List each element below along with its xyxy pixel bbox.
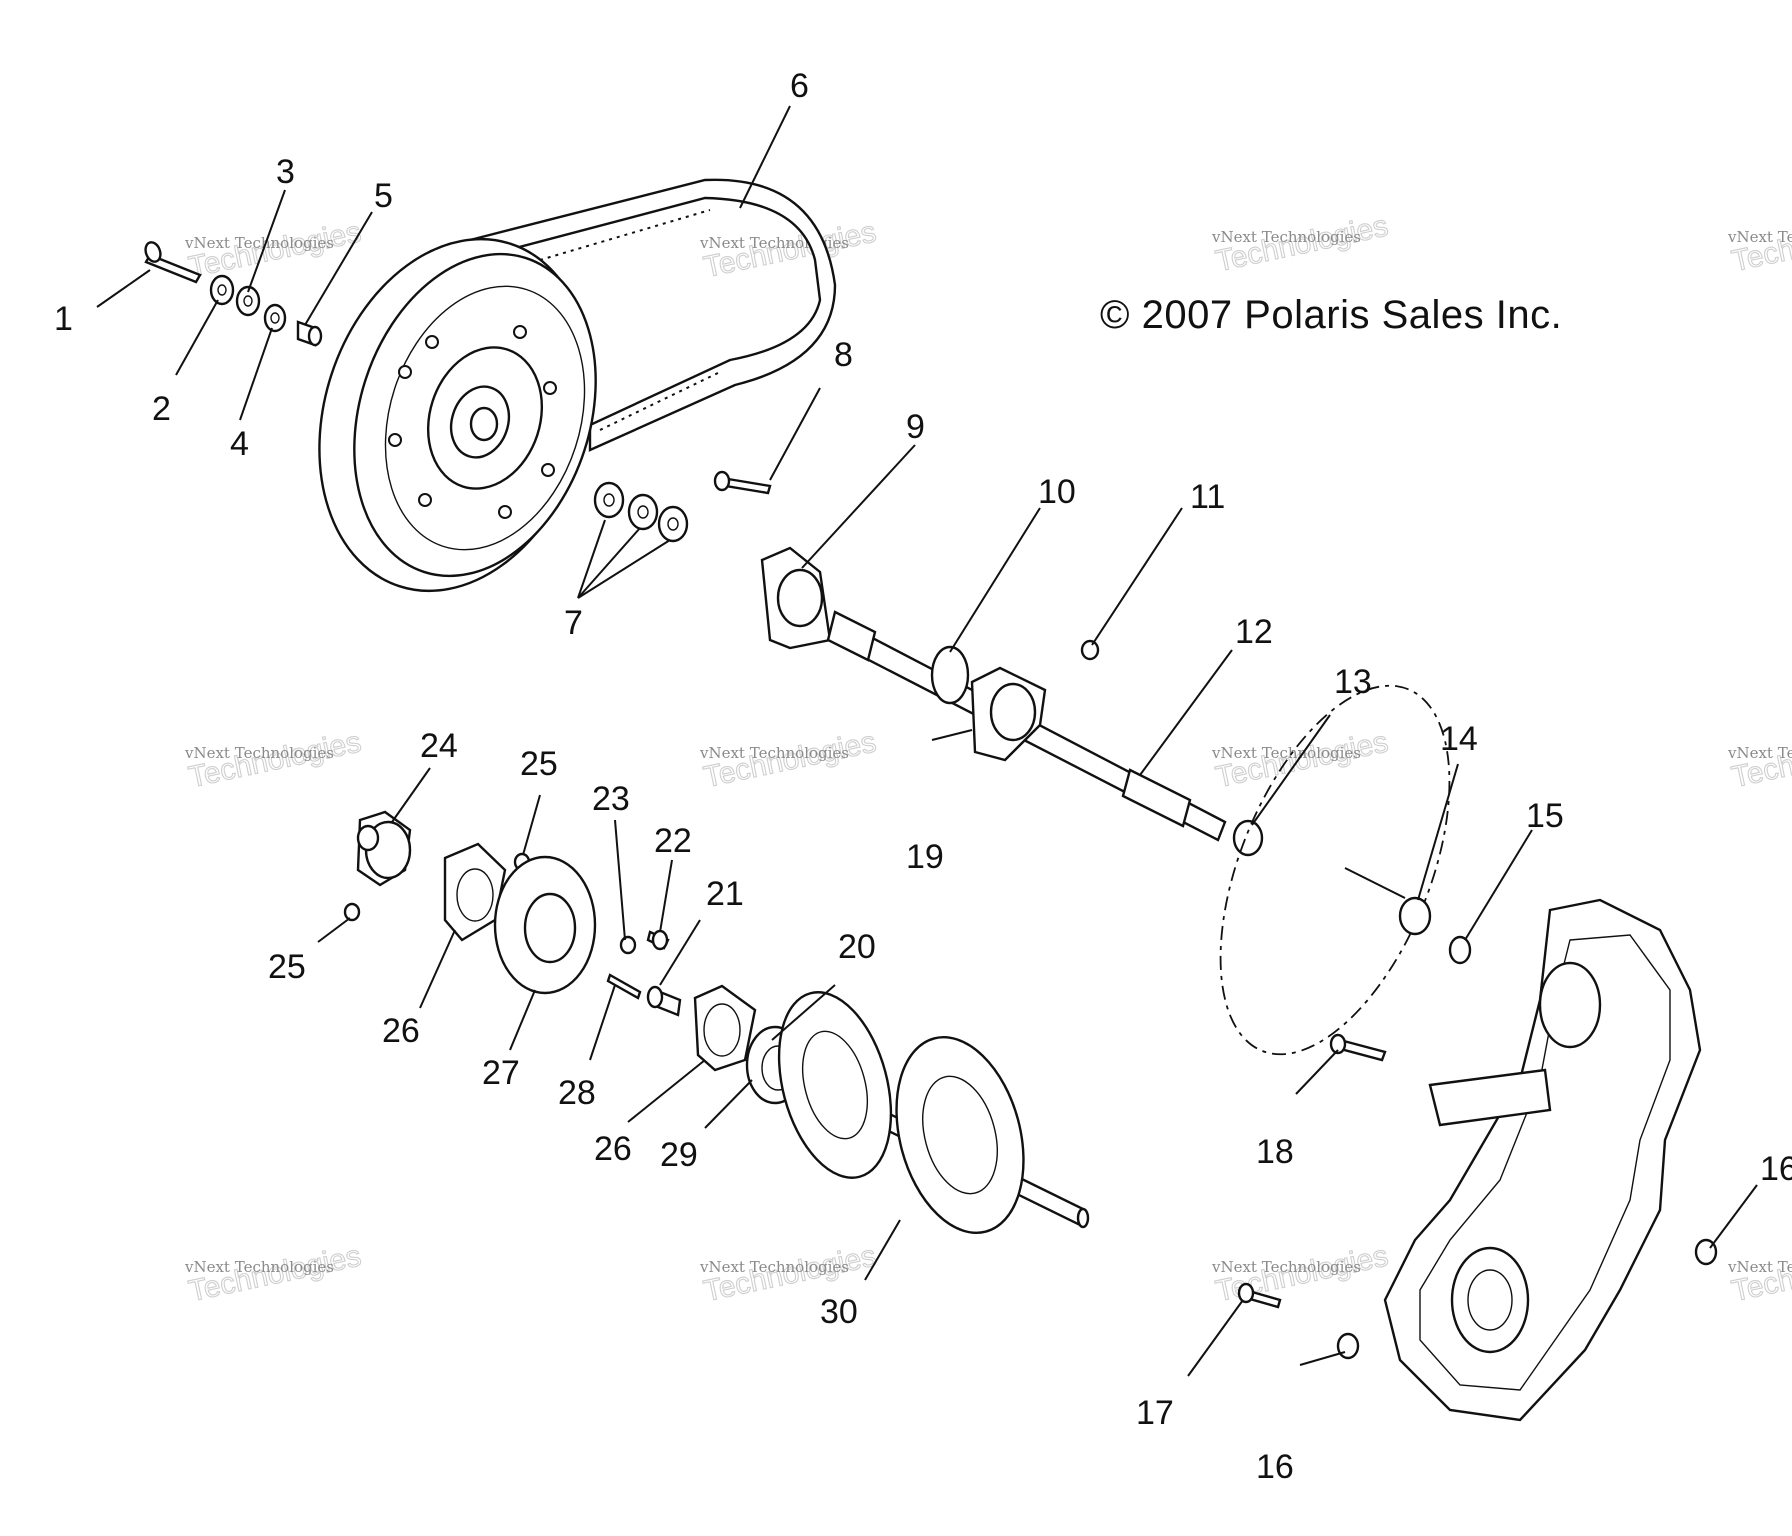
watermark: Technologies vNext Technologies (1211, 209, 1392, 279)
callout-5: 5 (374, 177, 393, 215)
svg-text:vNext Technologies: vNext Technologies (184, 1258, 334, 1276)
pin (646, 929, 670, 951)
svg-text:vNext Technologies: vNext Technologies (1211, 1258, 1361, 1276)
callout-26: 26 (382, 1012, 420, 1050)
seal (1398, 896, 1432, 936)
callout-27: 27 (482, 1054, 520, 1092)
callout-2: 2 (152, 390, 171, 428)
callout-19: 19 (906, 838, 944, 876)
callout-3: 3 (276, 153, 295, 191)
shim-washers (593, 481, 689, 543)
driven-clutch (318, 237, 597, 593)
copyright-notice: © 2007 Polaris Sales Inc. (1100, 293, 1563, 337)
callout-4: 4 (230, 425, 249, 463)
callout-28: 28 (558, 1074, 596, 1112)
callout-21: 21 (706, 875, 744, 913)
svg-text:vNext Technologies: vNext Technologies (699, 1258, 849, 1276)
callout-16: 16 (1760, 1150, 1792, 1188)
nut (343, 902, 361, 922)
o-ring (1448, 935, 1472, 965)
svg-text:vNext Technologies: vNext Technologies (184, 234, 334, 252)
chain-outline (1219, 684, 1451, 1056)
nut (1080, 639, 1100, 661)
callout-30: 30 (820, 1293, 858, 1331)
callout-11: 11 (1190, 478, 1225, 516)
watermark: Technologies vNext Technologies (184, 725, 365, 795)
watermark: Technologies vNext Technologies (699, 215, 880, 285)
seal-plate (493, 855, 597, 995)
callout-25: 25 (268, 948, 306, 986)
clutch-bolt (144, 241, 202, 284)
callout-labels: 1 2 3 4 5 6 7 8 9 10 11 12 13 14 15 16 1… (54, 67, 1792, 1486)
bearing-housing (356, 810, 412, 887)
chaincase (1383, 898, 1702, 1422)
callout-23: 23 (592, 780, 630, 818)
callout-10: 10 (1038, 473, 1076, 511)
watermark: Technologies vNext Technologies (1727, 209, 1792, 279)
spacer (296, 320, 323, 347)
drive-sprocket (777, 991, 1025, 1235)
callout-7: 7 (564, 604, 583, 642)
watermark: Technologies vNext Technologies (184, 215, 365, 285)
callout-1: 1 (54, 300, 73, 338)
callout-17: 17 (1136, 1394, 1174, 1432)
chaincase-bolt (1237, 1282, 1282, 1309)
svg-text:vNext Technologies: vNext Technologies (1727, 228, 1792, 246)
chaincase-bolt (1329, 1033, 1387, 1062)
watermark: Technologies vNext Technologies (1211, 725, 1392, 795)
gasket (443, 842, 507, 942)
watermark: Technologies vNext Technologies (184, 1239, 365, 1309)
watermark: Technologies vNext Technologies (699, 725, 880, 795)
watermark: Technologies vNext Technologies (1727, 725, 1792, 795)
callout-9: 9 (906, 408, 925, 446)
bearing-flange (970, 666, 1047, 762)
callout-14: 14 (1440, 720, 1478, 758)
callout-16: 16 (1256, 1448, 1294, 1486)
callout-20: 20 (838, 928, 876, 966)
callout-15: 15 (1526, 797, 1564, 835)
callout-25: 25 (520, 745, 558, 783)
callout-13: 13 (1334, 663, 1372, 701)
svg-text:vNext Technologies: vNext Technologies (1727, 1258, 1792, 1276)
bearing-flange (760, 546, 832, 650)
callout-22: 22 (654, 822, 692, 860)
watermark: Technologies vNext Technologies (1727, 1239, 1792, 1309)
nut (619, 935, 637, 955)
bushing (646, 985, 682, 1017)
svg-text:vNext Technologies: vNext Technologies (1211, 744, 1361, 762)
callout-29: 29 (660, 1136, 698, 1174)
callout-12: 12 (1235, 613, 1273, 651)
watermark: Technologies vNext Technologies (1211, 1239, 1392, 1309)
callout-26: 26 (594, 1130, 632, 1168)
drive-belt (468, 178, 837, 452)
callout-18: 18 (1256, 1133, 1294, 1171)
svg-text:vNext Technologies: vNext Technologies (1211, 228, 1361, 246)
callout-6: 6 (790, 67, 809, 105)
callout-8: 8 (834, 336, 853, 374)
clutch-bolt-holes (388, 325, 557, 519)
nut (1336, 1332, 1360, 1360)
svg-text:vNext Technologies: vNext Technologies (699, 744, 849, 762)
key (606, 973, 642, 1000)
svg-text:vNext Technologies: vNext Technologies (184, 744, 334, 762)
flange-bolt (713, 470, 772, 495)
leader-lines (96, 105, 1758, 1377)
o-ring (1232, 819, 1264, 857)
gasket (693, 984, 757, 1072)
svg-text:vNext Technologies: vNext Technologies (1727, 744, 1792, 762)
callout-24: 24 (420, 727, 458, 765)
